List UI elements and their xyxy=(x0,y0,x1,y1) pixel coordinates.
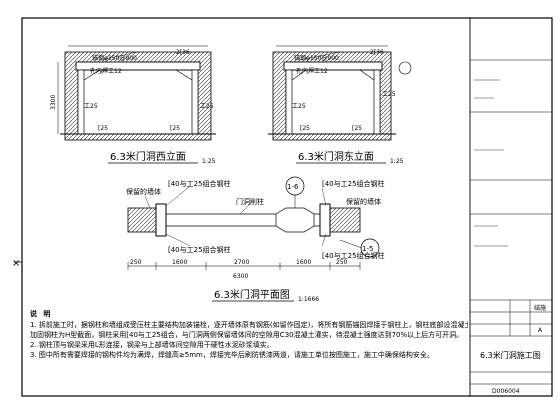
plan-retained-wall-left: 保留的墙体 xyxy=(126,187,161,196)
west-side-right-label: 工25 xyxy=(200,103,214,110)
plan-view-scale: 1:1666 xyxy=(298,296,319,303)
plan-retained-wall-right: 保留的墙体 xyxy=(346,197,381,206)
center-mark-x: × xyxy=(12,258,20,269)
east-elevation-view: 锚钢φ150@900 2[36 孔内焊工12 工25 工25 [25 [25 xyxy=(268,45,412,141)
west-view-title: 6.3米门洞西立面 xyxy=(110,150,186,163)
plan-dim-mid-right: 1600 xyxy=(296,259,311,266)
plan-dim-left: 250 xyxy=(130,259,142,266)
east-detail-circle xyxy=(398,61,412,75)
west-bracket-label: 孔内焊工12 xyxy=(90,67,122,75)
plan-dim-mid: 2700 xyxy=(234,259,249,266)
east-bracket-label: 孔内焊工12 xyxy=(296,67,328,75)
plan-dim-right: 250 xyxy=(336,259,348,266)
general-notes: 说 明 1. 拆前施工时，据钢柱和墙组成受压柱主要结构加装锚栓，逐开墙体原有钢筋… xyxy=(30,309,468,360)
east-top-spec-label: 2[36 xyxy=(370,49,384,56)
title-drawing-no: D006004 xyxy=(492,388,520,395)
plan-opening-center-label: 门洞削柱 xyxy=(236,197,264,206)
plan-composite-col-bl: [40与工25组合钢柱 xyxy=(168,245,231,254)
title-revision: A xyxy=(538,327,543,334)
plan-view-title: 6.3米门洞平面图 xyxy=(214,288,290,301)
east-side-right-label: 工25 xyxy=(382,91,396,98)
title-sheet-label: 结施 xyxy=(534,304,546,312)
plan-composite-col-tl: [40与工25组合钢柱 xyxy=(168,179,231,188)
east-view-title: 6.3米门洞东立面 xyxy=(298,150,374,163)
east-side-left-label: 工25 xyxy=(292,103,306,110)
note-line-3: 2. 钢柱顶与钢梁采用L形连接，钢梁与上部墙体间空隙用干硬性水泥砂浆填实。 xyxy=(30,341,274,349)
note-line-1: 1. 拆前施工时，据钢柱和墙组成受压柱主要结构加装锚栓，逐开墙体原有钢筋(如留作… xyxy=(30,321,468,329)
east-top-tie-label: 锚钢φ150@900 xyxy=(294,54,339,62)
east-view-scale: 1:25 xyxy=(390,158,404,165)
west-foot-right-label: [25 xyxy=(170,125,180,132)
note-line-2: 加固钢柱为H型截面，钢柱采用[40与工25组合，与门洞两侧保留墙体间的空隙用C3… xyxy=(30,331,464,339)
west-top-spec-label: 2[36 xyxy=(176,49,190,56)
plan-section-mark-1: 1-6 xyxy=(287,183,299,191)
east-foot-right-label: [25 xyxy=(352,125,362,132)
west-top-tie-label: 锚钢φ150@900 xyxy=(92,54,137,62)
plan-view: 1-6 1-5 保留的墙体 保留的墙体 [40与工25组合钢柱 [40与工25组… xyxy=(126,176,385,280)
plan-composite-col-br: [40与工25组合钢柱 xyxy=(322,251,385,260)
east-foot-left-label: [25 xyxy=(300,125,310,132)
west-view-scale: 1:25 xyxy=(202,158,216,165)
west-elevation-view: 锚钢φ150@900 2[36 孔内焊工12 工25 工25 [25 [25 3… xyxy=(50,45,216,141)
plan-dim-total: 6300 xyxy=(233,273,248,280)
west-height-dim: 3300 xyxy=(50,95,57,110)
west-foot-left-label: [25 xyxy=(98,125,108,132)
plan-dim-mid-left: 1600 xyxy=(172,259,187,266)
title-drawing-name: 6.3米门洞施工图 xyxy=(480,350,541,360)
plan-composite-col-tr: [40与工25组合钢柱 xyxy=(322,179,385,188)
title-block: 结施 A 6.3米门洞施工图 D006004 xyxy=(469,18,552,396)
sheet-border xyxy=(21,17,553,397)
plan-section-mark-2: 1-5 xyxy=(362,245,373,253)
note-line-4: 3. 图中所有需要焊接的钢构件均为满焊，焊缝高≥5mm，焊接完毕后刷防锈漆两道，… xyxy=(30,351,434,359)
west-side-left-label: 工25 xyxy=(84,103,98,110)
notes-title: 说 明 xyxy=(30,310,53,318)
